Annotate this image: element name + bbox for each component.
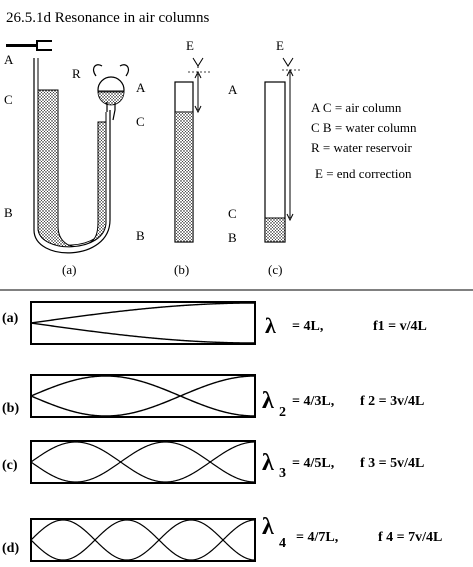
apparatus-c: E A C B (c) xyxy=(228,38,302,277)
water-column-b xyxy=(174,111,194,243)
lambda-symbol: λ xyxy=(265,313,276,338)
wavelength-equation: = 4/7L, xyxy=(296,530,338,545)
apparatus-a: A C B R A C B (a) xyxy=(4,40,146,277)
legend-item-e: E = end correction xyxy=(315,166,412,181)
legend-item-cb: C B = water column xyxy=(311,120,417,135)
label-r: R xyxy=(72,66,81,81)
tuning-fork-icon xyxy=(6,40,52,51)
wave-envelope xyxy=(30,519,256,561)
mode-label: (b) xyxy=(2,401,19,416)
apparatus-b: E (b) xyxy=(174,38,210,277)
water-column-a xyxy=(37,89,107,248)
tube-outer xyxy=(33,58,111,254)
legend-item-ac: A C = air column xyxy=(311,100,402,115)
label-c-mid: C xyxy=(136,114,145,129)
lambda-subscript: 4 xyxy=(279,536,286,551)
wavelength-equation: = 4L, xyxy=(292,319,323,334)
standing-wave-modes: (a) λ = 4L, f1 = v/4L (b) λ 2 = 4/3L, f … xyxy=(2,301,442,562)
wave-envelope xyxy=(30,441,256,483)
frequency-equation: f1 = v/4L xyxy=(373,319,427,334)
wave-envelope xyxy=(30,302,255,344)
lambda-symbol: λ xyxy=(262,514,274,540)
frequency-equation: f 3 = 5v/4L xyxy=(360,456,424,471)
mode-row-a: (a) λ = 4L, f1 = v/4L xyxy=(2,301,427,345)
legend-item-r: R = water reservoir xyxy=(311,140,412,155)
label-e-b: E xyxy=(186,38,194,53)
label-a-mid: A xyxy=(136,80,146,95)
lambda-subscript: 3 xyxy=(279,466,286,481)
label-c-right: C xyxy=(228,206,237,221)
wave-envelope xyxy=(30,375,255,417)
sublabel-c: (c) xyxy=(268,262,282,277)
label-b-left: B xyxy=(4,205,13,220)
mode-label: (c) xyxy=(2,458,18,473)
wavelength-equation: = 4/3L, xyxy=(292,394,334,409)
wavelength-equation: = 4/5L, xyxy=(292,456,334,471)
label-a-left: A xyxy=(4,52,14,67)
page-title: 26.5.1d Resonance in air columns xyxy=(6,10,209,26)
mode-row-b: (b) λ 2 = 4/3L, f 2 = 3v/4L xyxy=(2,374,424,420)
reservoir-handles xyxy=(92,64,130,77)
lambda-symbol: λ xyxy=(262,450,274,476)
mode-row-d: (d) λ 4 = 4/7L, f 4 = 7v/4L xyxy=(2,514,442,562)
label-b-mid: B xyxy=(136,228,145,243)
lambda-symbol: λ xyxy=(262,388,274,414)
label-e-c: E xyxy=(276,38,284,53)
water-column-c xyxy=(264,217,286,243)
mode-label: (d) xyxy=(2,541,19,556)
mode-label: (a) xyxy=(2,311,19,326)
label-c-left: C xyxy=(4,92,13,107)
legend: A C = air column C B = water column R = … xyxy=(311,100,417,181)
sublabel-a: (a) xyxy=(62,262,76,277)
lambda-subscript: 2 xyxy=(279,405,286,420)
label-b-right: B xyxy=(228,230,237,245)
label-a-right: A xyxy=(228,82,238,97)
frequency-equation: f 2 = 3v/4L xyxy=(360,394,424,409)
mode-row-c: (c) λ 3 = 4/5L, f 3 = 5v/4L xyxy=(2,440,424,484)
sublabel-b: (b) xyxy=(174,262,189,277)
frequency-equation: f 4 = 7v/4L xyxy=(378,530,442,545)
